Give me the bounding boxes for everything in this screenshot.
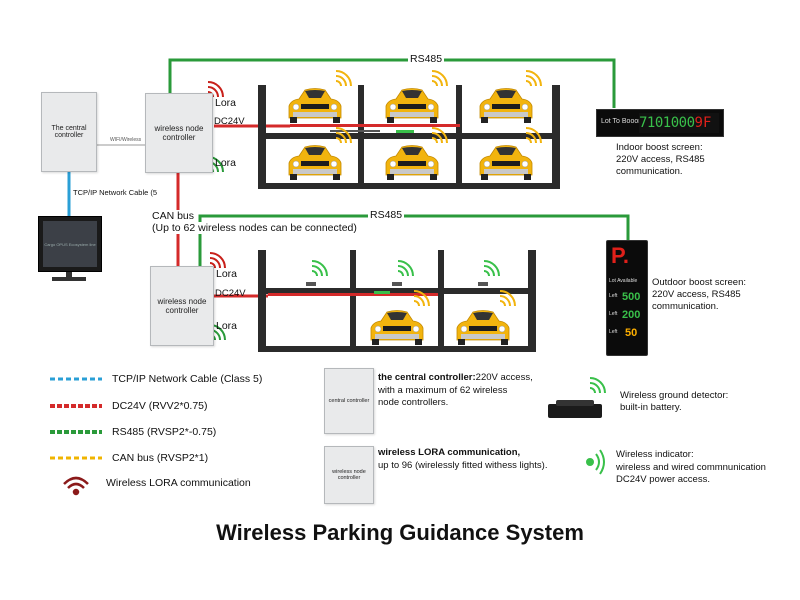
central-controller-label: The central controller xyxy=(51,125,87,139)
central-controller-box: The central controller xyxy=(41,92,97,172)
lora-top-2: Lora xyxy=(216,268,238,280)
outdoor-p-sign: P. xyxy=(611,243,629,268)
lora-bottom-2: Lora xyxy=(216,320,238,332)
indoor-desc-3: communication. xyxy=(616,166,683,177)
outdoor-desc-1: Outdoor boost screen: xyxy=(652,277,746,288)
rs485-top-label: RS485 xyxy=(408,53,445,66)
central-info-title: the central controller: xyxy=(378,372,476,383)
indoor-desc-2: 220V access, RS485 xyxy=(616,154,705,165)
indoor-screen-suffix: 9F xyxy=(694,115,712,131)
can-bus-label-line2: (Up to 62 wireless nodes can be connecte… xyxy=(152,222,357,235)
ground-detectors-lower xyxy=(306,282,488,286)
central-info-box-label: central controller xyxy=(328,398,370,404)
wireless-node-controller-2-label: wireless node controller xyxy=(157,297,207,315)
lora-info-line-1: up to 96 (wirelessly fitted withess ligh… xyxy=(378,460,548,471)
wireless-indicator-line-1: Wireless indicator: xyxy=(616,449,694,460)
can-bus-label-line1: CAN bus xyxy=(152,210,195,223)
outdoor-row-2-value: 200 xyxy=(622,309,641,321)
legend-rs485-label: RS485 (RVSP2*-0.75) xyxy=(112,426,217,438)
outdoor-row-3-label: Left xyxy=(609,329,618,335)
central-info-line-1: the central controller:220V access, xyxy=(378,372,533,384)
central-info-box: central controller xyxy=(324,368,374,434)
wireless-indicator-icon xyxy=(586,449,605,475)
lora-bottom-1: Lora xyxy=(215,157,237,169)
tcp-cable-label: TCP/IP Network Cable (5 xyxy=(73,188,158,197)
upper-parking-rack xyxy=(258,85,560,189)
lora-info-title: wireless LORA communication, xyxy=(378,447,521,458)
legend-dc24v-label: DC24V (RVV2*0.75) xyxy=(112,400,208,412)
rs485-mid-label: RS485 xyxy=(368,209,405,222)
dc24v-label-1: DC24V xyxy=(214,116,245,127)
monitor: Cargo OPUS Ecosystem line xyxy=(38,216,102,272)
ground-detector-line-2: built-in battery. xyxy=(620,402,682,413)
ground-detector-line-1: Wireless ground detector: xyxy=(620,390,729,401)
outdoor-row-1-label: Left xyxy=(609,293,618,299)
rs485-top-line xyxy=(168,58,616,108)
monitor-text: Cargo OPUS Ecosystem line xyxy=(44,241,96,247)
lower-parking-rack xyxy=(258,250,536,352)
wireless-node-controller-2: wireless node controller xyxy=(150,266,214,346)
outdoor-row-1-value: 500 xyxy=(622,291,641,303)
outdoor-header: Lot Available xyxy=(609,278,638,284)
outdoor-row-2-label: Left xyxy=(609,311,618,317)
wireless-node-controller-1: wireless node controller xyxy=(145,93,213,173)
outdoor-row-3-value: 50 xyxy=(625,327,638,339)
diagram-title: Wireless Parking Guidance System xyxy=(216,520,584,545)
legend-can-label: CAN bus (RVSP2*1) xyxy=(112,452,209,464)
dc24v-label-2: DC24V xyxy=(215,288,246,299)
lora-info-box: wireless node controller xyxy=(324,446,374,504)
wifi-link-label: WIFI/Wireless xyxy=(110,137,142,143)
legend-tcp-label: TCP/IP Network Cable (Class 5) xyxy=(112,373,263,385)
legend-lines xyxy=(50,377,102,460)
indoor-desc-1: Indoor boost screen: xyxy=(616,142,703,153)
outdoor-desc-3: communication. xyxy=(652,301,719,312)
monitor-screen: Cargo OPUS Ecosystem line xyxy=(43,221,97,267)
central-info-line-3: node controllers. xyxy=(378,397,449,408)
legend-wifi-icon xyxy=(63,476,89,496)
central-info-line1: 220V access, xyxy=(475,372,533,383)
indoor-screen-left-text: Lot To Booor xyxy=(601,118,641,125)
lora-top-1: Lora xyxy=(215,97,237,109)
outdoor-boost-screen: P. Lot Available Left 500 Left 200 Left … xyxy=(606,240,648,356)
lora-info-box-label: wireless node controller xyxy=(332,469,366,481)
wireless-indicator-line-3: DC24V power access. xyxy=(616,474,710,485)
monitor-stand xyxy=(52,270,86,281)
ground-detector-device xyxy=(548,377,606,418)
wireless-node-controller-1-label: wireless node controller xyxy=(154,124,204,142)
legend-lora-label: Wireless LORA communication xyxy=(106,477,251,489)
indoor-screen-value: 7101000 xyxy=(639,115,695,131)
rs485-mid-line xyxy=(198,214,630,268)
outdoor-desc-2: 220V access, RS485 xyxy=(652,289,741,300)
central-info-line-2: with a maximum of 62 wireless xyxy=(378,385,508,396)
wireless-indicator-line-2: wireless and wired commnunication xyxy=(616,462,766,473)
